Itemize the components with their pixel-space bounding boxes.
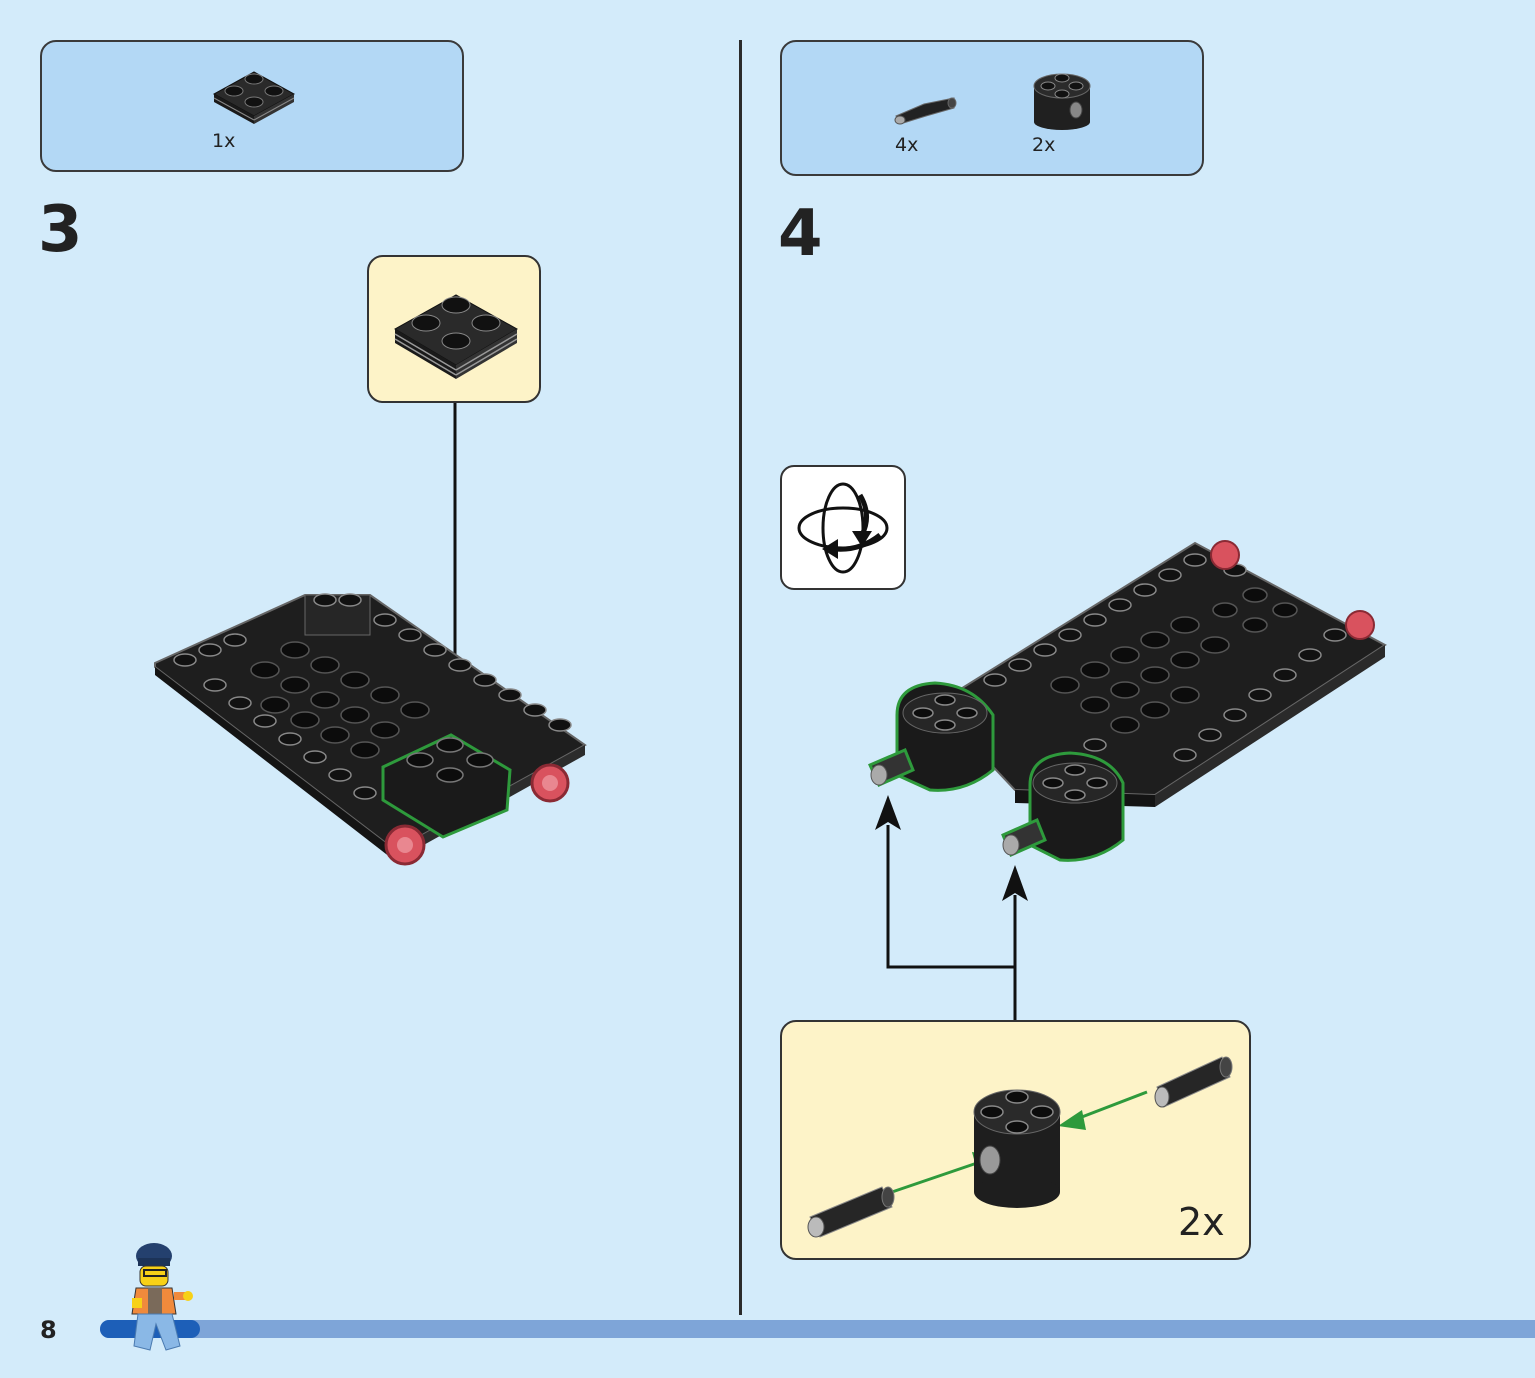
page-number: 8: [40, 1316, 57, 1344]
progress-bar: [100, 1320, 1535, 1338]
step3-parts-box: 1x: [40, 40, 464, 172]
subassembly-qty: 2x: [1178, 1200, 1225, 1244]
plate-2x2-stack-icon: [393, 294, 519, 379]
part-qty: 2x: [1032, 134, 1056, 156]
minifigure-mascot-icon: [131, 1243, 193, 1351]
rotate-indicator: [780, 465, 906, 590]
assembly-arrows: [875, 795, 1028, 1020]
part-qty: 1x: [212, 130, 236, 152]
step3-callout: [367, 255, 541, 403]
step3-model: [154, 593, 587, 866]
technic-pin-icon: [894, 97, 957, 125]
step4-model: [868, 540, 1387, 862]
round-brick-2x2-icon: [1033, 73, 1091, 130]
step4-parts-box: 4x 2x: [780, 40, 1204, 176]
subassembly-diagram: [807, 1056, 1233, 1238]
step-number: 4: [778, 197, 823, 271]
rotate-model-icon: [797, 482, 889, 574]
step-number: 3: [38, 193, 83, 267]
step-divider: [739, 40, 742, 1315]
plate-2x2-stack-icon: [212, 71, 296, 124]
step4-subassembly-callout: 2x: [780, 1020, 1251, 1260]
part-qty: 4x: [895, 134, 919, 156]
